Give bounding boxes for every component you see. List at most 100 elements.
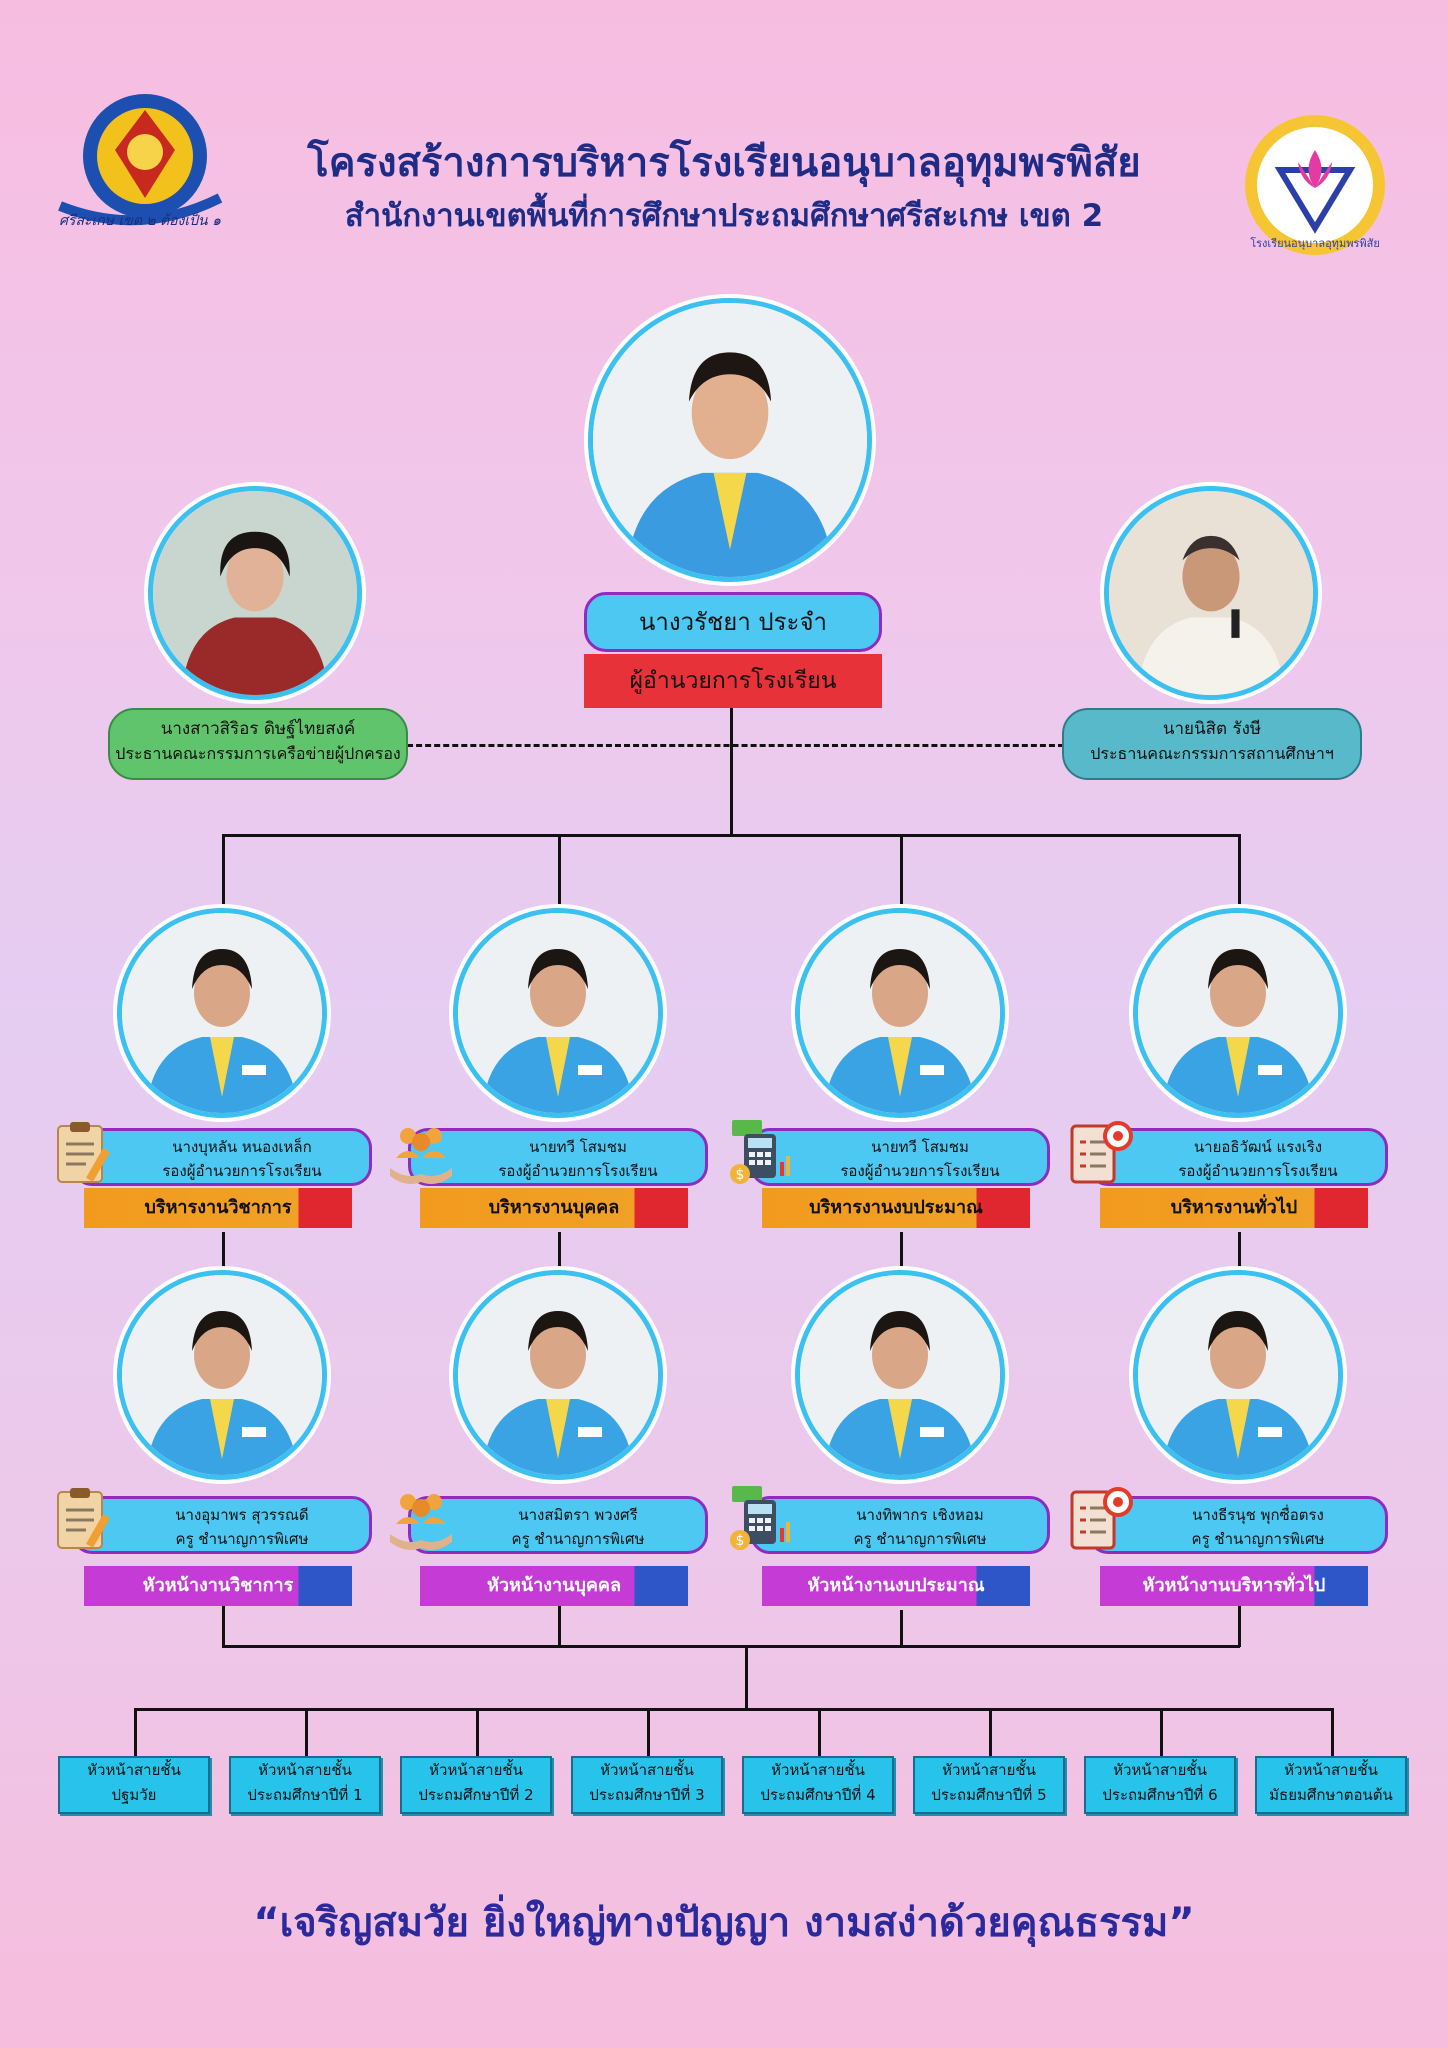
connector-line — [222, 1605, 225, 1647]
checklist-target-icon — [1066, 1484, 1136, 1554]
grade-level-head-box: หัวหน้าสายชั้นประถมศึกษาปีที่ 6 — [1084, 1756, 1236, 1814]
grade-level-title: หัวหน้าสายชั้น — [942, 1761, 1036, 1779]
parent-network-chair-photo — [148, 486, 362, 700]
deputy-dept-bar: บริหารงานทั่วไป — [1100, 1188, 1368, 1228]
connector-line — [1160, 1708, 1163, 1756]
deputy-dept-bar: บริหารงานบุคคล — [420, 1188, 688, 1228]
head-photo — [1133, 1270, 1343, 1480]
parent-network-chair-pill: นางสาวสิริอร ดิษฐ์ไทยสงค์ ประธานคณะกรรมก… — [108, 708, 408, 780]
grade-level-head-box: หัวหน้าสายชั้นปฐมวัย — [58, 1756, 210, 1814]
deputy-photo — [453, 908, 663, 1118]
grade-level-name: ประถมศึกษาปีที่ 5 — [931, 1786, 1047, 1804]
deputy-role: รองผู้อำนวยการโรงเรียน — [498, 1162, 658, 1180]
connector-line — [134, 1708, 137, 1756]
director-role-bar: ผู้อำนวยการโรงเรียน — [584, 654, 882, 708]
head-name: นางธีรนุช พุกซื่อตรง — [1192, 1506, 1324, 1524]
school-board-chair-photo — [1104, 486, 1318, 700]
head-dept-bar: หัวหน้างานวิชาการ — [84, 1566, 352, 1606]
connector-line — [818, 1708, 821, 1756]
people-hands-icon — [386, 1118, 456, 1188]
parent-network-chair-role: ประธานคณะกรรมการเครือข่ายผู้ปกครอง — [115, 744, 401, 763]
connector-line — [1331, 1708, 1334, 1756]
school-board-chair-pill: นายนิสิต รังษี ประธานคณะกรรมการสถานศึกษา… — [1062, 708, 1362, 780]
people-hands-icon — [386, 1484, 456, 1554]
head-dept-label: หัวหน้างานบริหารทั่วไป — [1142, 1575, 1326, 1596]
deputy-dept-bar: บริหารงานวิชาการ — [84, 1188, 352, 1228]
grade-level-title: หัวหน้าสายชั้น — [1113, 1761, 1207, 1779]
deputy-role: รองผู้อำนวยการโรงเรียน — [1178, 1162, 1338, 1180]
head-role: ครู ชำนาญการพิเศษ — [853, 1530, 987, 1548]
head-name-box: นางธีรนุช พุกซื่อตรงครู ชำนาญการพิเศษ — [1088, 1496, 1388, 1554]
connector-line — [558, 1232, 561, 1272]
head-name: นางสมิตรา พวงศรี — [518, 1506, 638, 1524]
connector-line — [134, 1708, 1334, 1711]
connector-line — [900, 834, 903, 912]
head-name-box: นางสมิตรา พวงศรีครู ชำนาญการพิเศษ — [408, 1496, 708, 1554]
grade-level-name: ประถมศึกษาปีที่ 6 — [1102, 1786, 1218, 1804]
grade-level-name: ประถมศึกษาปีที่ 4 — [760, 1786, 876, 1804]
head-photo — [117, 1270, 327, 1480]
grade-level-name: มัธยมศึกษาตอนต้น — [1269, 1786, 1393, 1804]
grade-level-head-box: หัวหน้าสายชั้นประถมศึกษาปีที่ 3 — [571, 1756, 723, 1814]
deputy-dept-label: บริหารงานทั่วไป — [1170, 1197, 1298, 1218]
connector-line — [730, 708, 733, 836]
school-motto: “เจริญสมวัย ยิ่งใหญ่ทางปัญญา งามสง่าด้วย… — [253, 1900, 1195, 1946]
deputy-dept-bar: บริหารงานงบประมาณ — [762, 1188, 1030, 1228]
connector-line — [476, 1708, 479, 1756]
grade-level-head-box: หัวหน้าสายชั้นประถมศึกษาปีที่ 4 — [742, 1756, 894, 1814]
right-logo-text: โรงเรียนอนุบาลอุทุมพรพิสัย — [1250, 237, 1380, 250]
head-dept-label: หัวหน้างานวิชาการ — [142, 1575, 294, 1596]
parent-network-chair-name: นางสาวสิริอร ดิษฐ์ไทยสงค์ — [160, 719, 356, 739]
head-photo — [795, 1270, 1005, 1480]
head-dept-label: หัวหน้างานงบประมาณ — [807, 1575, 985, 1596]
grade-level-head-box: หัวหน้าสายชั้นประถมศึกษาปีที่ 5 — [913, 1756, 1065, 1814]
head-name: นางอุมาพร สุวรรณดี — [175, 1506, 309, 1524]
connector-line — [222, 1232, 225, 1272]
deputy-name-box: นายอธิวัฒน์ แรงเริงรองผู้อำนวยการโรงเรีย… — [1088, 1128, 1388, 1186]
director-photo — [588, 298, 872, 582]
school-board-chair-name: นายนิสิต รังษี — [1162, 719, 1262, 739]
svg-text:$: $ — [736, 1167, 745, 1183]
deputy-name-box: นายทวี โสมชมรองผู้อำนวยการโรงเรียน — [408, 1128, 708, 1186]
deputy-name: นางบุหลัน หนองเหล็ก — [172, 1138, 312, 1156]
head-role: ครู ชำนาญการพิเศษ — [511, 1530, 645, 1548]
grade-level-name: ประถมศึกษาปีที่ 1 — [247, 1786, 363, 1804]
head-photo — [453, 1270, 663, 1480]
connector-line — [558, 834, 561, 912]
svg-text:$: $ — [736, 1533, 745, 1549]
school-board-chair-role: ประธานคณะกรรมการสถานศึกษาฯ — [1090, 744, 1334, 763]
deputy-photo — [1133, 908, 1343, 1118]
grade-level-title: หัวหน้าสายชั้น — [87, 1761, 181, 1779]
grade-level-head-box: หัวหน้าสายชั้นประถมศึกษาปีที่ 1 — [229, 1756, 381, 1814]
deputy-dept-label: บริหารงานบุคคล — [488, 1197, 620, 1218]
head-dept-bar: หัวหน้างานงบประมาณ — [762, 1566, 1030, 1606]
calculator-money-icon: $ — [728, 1118, 798, 1188]
head-role: ครู ชำนาญการพิเศษ — [1191, 1530, 1325, 1548]
deputy-photo — [795, 908, 1005, 1118]
deputy-dept-label: บริหารงานวิชาการ — [144, 1197, 292, 1218]
grade-level-head-box: หัวหน้าสายชั้นมัธยมศึกษาตอนต้น — [1255, 1756, 1407, 1814]
connector-line — [558, 1605, 561, 1647]
deputy-photo — [117, 908, 327, 1118]
clipboard-icon — [50, 1484, 120, 1554]
grade-level-name: ปฐมวัย — [111, 1786, 157, 1804]
grade-level-title: หัวหน้าสายชั้น — [1284, 1761, 1378, 1779]
page-subtitle: สำนักงานเขตพื้นที่การศึกษาประถมศึกษาศรีส… — [344, 198, 1104, 234]
connector-line — [305, 1708, 308, 1756]
head-role: ครู ชำนาญการพิเศษ — [175, 1530, 309, 1548]
director-name-pill: นางวรัชยา ประจำ — [584, 592, 882, 652]
connector-line — [222, 834, 225, 912]
connector-line — [745, 1645, 748, 1709]
director-role: ผู้อำนวยการโรงเรียน — [629, 668, 837, 694]
left-logo: ศรีสะเกษ เขต ๒ ต้องเป็น ๑ — [50, 88, 230, 238]
deputy-name: นายอธิวัฒน์ แรงเริง — [1193, 1138, 1323, 1156]
deputy-name: นายทวี โสมชม — [529, 1138, 627, 1156]
connector-line — [222, 834, 1240, 837]
clipboard-icon — [50, 1118, 120, 1188]
grade-level-name: ประถมศึกษาปีที่ 3 — [589, 1786, 705, 1804]
deputy-role: รองผู้อำนวยการโรงเรียน — [162, 1162, 322, 1180]
connector-line — [647, 1708, 650, 1756]
deputy-dept-label: บริหารงานงบประมาณ — [809, 1197, 983, 1218]
deputy-name: นายทวี โสมชม — [871, 1138, 969, 1156]
left-logo-text: ศรีสะเกษ เขต ๒ ต้องเป็น ๑ — [59, 213, 221, 229]
